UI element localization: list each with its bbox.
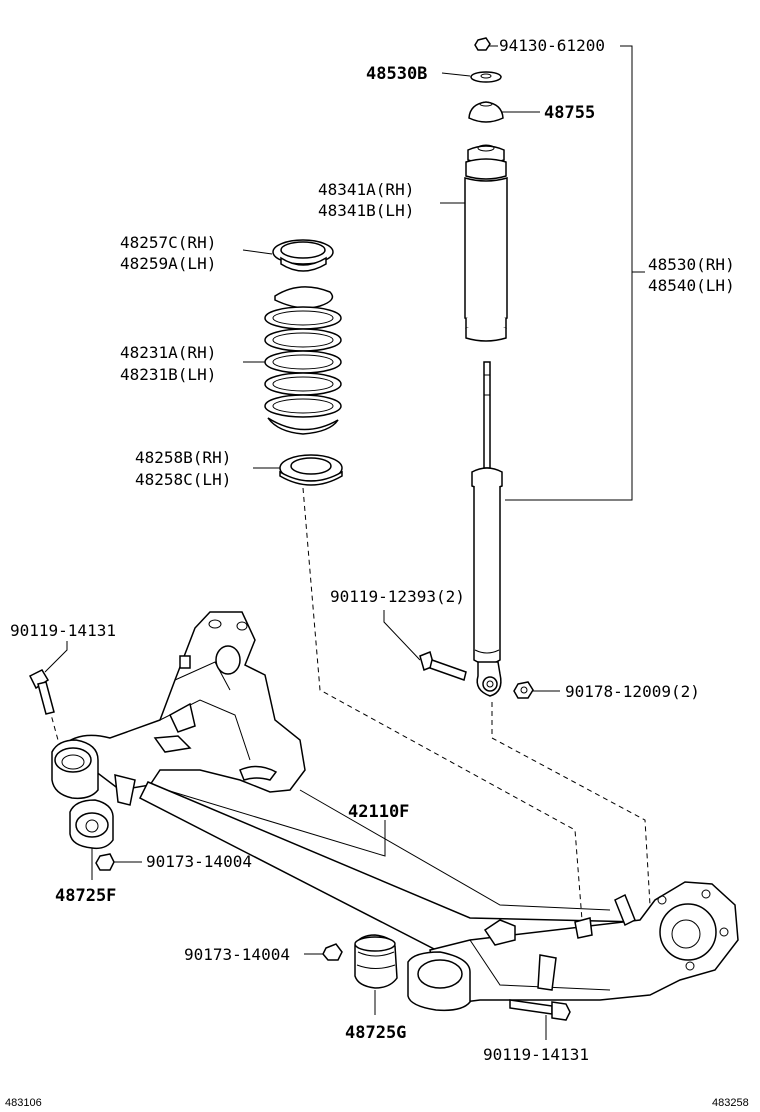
shock-bolt-part — [419, 650, 467, 681]
label-cushion: 48755 — [544, 103, 595, 123]
right-bushing-nut-part — [322, 943, 343, 961]
label-upper-seat-lh: 48259A(LH) — [120, 254, 216, 273]
left-bushing-nut-part — [95, 853, 115, 871]
shock-absorber-part — [471, 361, 503, 697]
label-shock-bolt: 90119-12393(2) — [330, 587, 465, 606]
label-nut-top: 94130-61200 — [499, 36, 605, 55]
insulator-part — [470, 71, 502, 83]
top-nut-part — [474, 37, 491, 51]
left-bolt-part — [28, 669, 55, 715]
label-lower-seat-rh: 48258B(RH) — [135, 448, 231, 467]
right-bolt-part — [509, 999, 571, 1021]
label-assy-rh: 48530(RH) — [648, 255, 735, 274]
upper-spring-seat-part — [272, 239, 334, 272]
label-left-bolt: 90119-14131 — [10, 621, 116, 640]
dashed-guides — [46, 487, 651, 921]
label-right-bolt: 90119-14131 — [483, 1045, 589, 1064]
label-bumper-rh: 48341A(RH) — [318, 180, 414, 199]
label-assy-lh: 48540(LH) — [648, 276, 735, 295]
part-labels: 94130-61200 48530B 48755 48341A(RH) 4834… — [10, 36, 735, 1064]
left-bushing-part — [69, 799, 114, 850]
label-spring-rh: 48231A(RH) — [120, 343, 216, 362]
cushion-part — [468, 101, 504, 123]
bumper-part — [464, 144, 508, 342]
label-spring-lh: 48231B(LH) — [120, 365, 216, 384]
label-left-bushing: 48725F — [55, 886, 116, 906]
axle-beam-part — [51, 611, 739, 1012]
label-insulator: 48530B — [366, 64, 427, 84]
right-bushing-part — [354, 934, 398, 989]
footer-left-code: 483106 — [5, 1097, 42, 1109]
label-right-bushing-nut: 90173-14004 — [184, 945, 290, 964]
label-right-bushing: 48725G — [345, 1023, 406, 1043]
lower-spring-seat-part — [279, 454, 343, 486]
label-upper-seat-rh: 48257C(RH) — [120, 233, 216, 252]
label-lower-seat-lh: 48258C(LH) — [135, 470, 231, 489]
footer-right-code: 483258 — [712, 1097, 749, 1109]
footer-codes: 483106 483258 — [5, 1097, 749, 1109]
shock-nut-part — [513, 681, 534, 699]
leader-lines — [44, 45, 645, 1040]
label-axle-beam: 42110F — [348, 802, 409, 822]
coil-spring-part — [264, 286, 342, 435]
label-bumper-lh: 48341B(LH) — [318, 201, 414, 220]
label-left-bushing-nut: 90173-14004 — [146, 852, 252, 871]
label-shock-nut: 90178-12009(2) — [565, 682, 700, 701]
